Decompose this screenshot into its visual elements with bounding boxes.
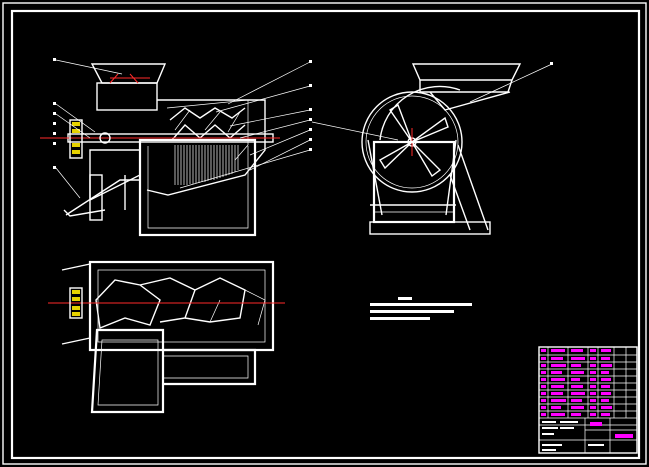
technical-notes [370, 297, 472, 320]
pulley [69, 119, 83, 159]
title-block [538, 346, 638, 454]
side-hopper [411, 63, 522, 81]
top-view [48, 260, 285, 414]
frame [138, 138, 257, 237]
parts-list-entries [541, 349, 612, 416]
inner-border [10, 9, 641, 460]
drum-blades [379, 103, 449, 178]
top-frame [88, 260, 275, 352]
leader-lines-front [55, 59, 311, 199]
front-view [40, 58, 312, 237]
drum-outline [361, 91, 463, 193]
drawing-code-mark [615, 434, 633, 438]
discharge-chute [90, 328, 165, 414]
brush-bristles [174, 145, 239, 185]
hopper-box [96, 82, 158, 111]
parts-list-grid [539, 347, 637, 426]
drawing-name-mark [590, 422, 602, 426]
side-view [311, 62, 553, 235]
hopper-top [90, 63, 167, 84]
